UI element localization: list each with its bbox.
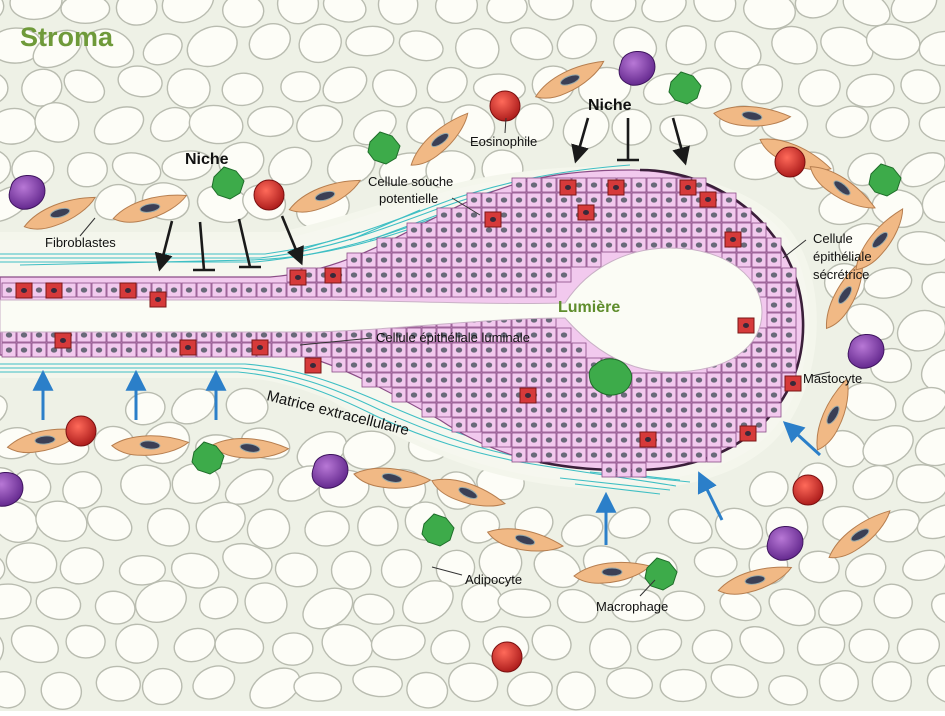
adipocyte-label: Adipocyte xyxy=(465,572,522,587)
stroma-label: Stroma xyxy=(20,22,114,52)
cellule-souche-label-line2: potentielle xyxy=(379,191,438,206)
niche-label-right: Niche xyxy=(588,97,632,114)
adipocyte xyxy=(281,71,321,102)
adipocyte xyxy=(872,661,912,701)
eosinophil xyxy=(254,180,284,210)
cellule-souche-label-line1: Cellule souche xyxy=(368,174,453,189)
eosinophil xyxy=(66,416,96,446)
niche-label-left: Niche xyxy=(185,151,229,168)
adipocyte xyxy=(849,629,889,663)
cellule-secretrice-label-line3: sécrétrice xyxy=(813,267,869,282)
cellule-secretrice-label-line2: épithéliale xyxy=(813,249,872,264)
cellule-luminale-label: Cellule épithéliale luminale xyxy=(376,330,530,345)
eosinophile-label: Eosinophile xyxy=(470,134,537,149)
macrophage-label: Macrophage xyxy=(596,599,668,614)
adipocyte xyxy=(247,106,293,137)
eosinophil xyxy=(775,147,805,177)
macrophage xyxy=(589,359,631,395)
cellule-secretrice-label-line1: Cellule xyxy=(813,231,853,246)
eosinophil xyxy=(793,475,823,505)
lumiere-label: Lumière xyxy=(558,299,620,316)
eosinophil xyxy=(490,91,520,121)
mastocyte-label: Mastocyte xyxy=(803,371,862,386)
adipocyte xyxy=(66,625,106,658)
fibroblastes-label: Fibroblastes xyxy=(45,235,116,250)
eosinophil xyxy=(492,642,522,672)
adipocyte xyxy=(61,0,110,23)
adipocyte xyxy=(556,671,596,710)
